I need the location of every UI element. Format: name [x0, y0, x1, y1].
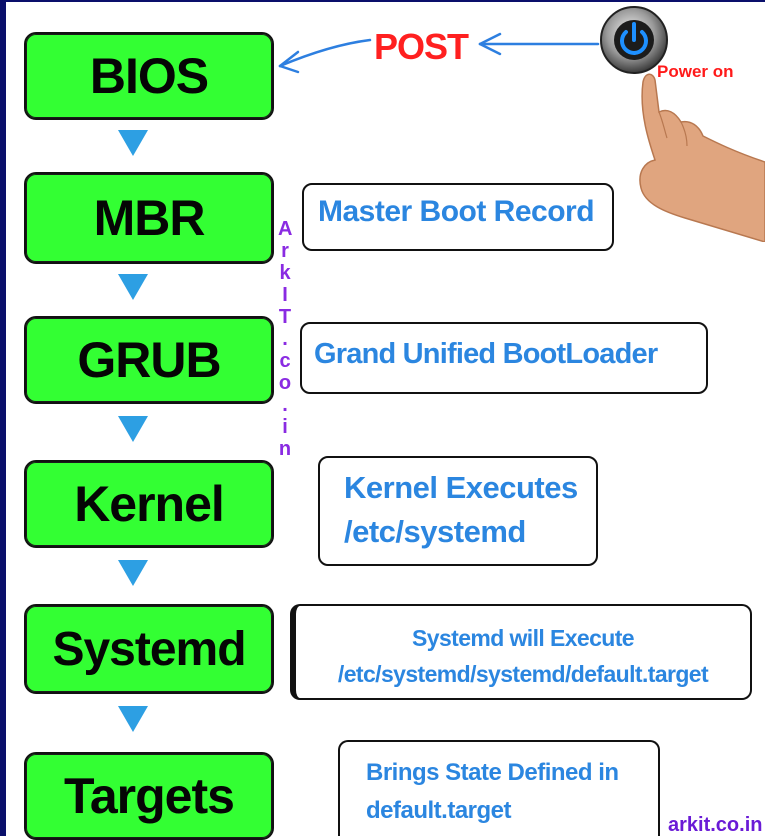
stage-grub: GRUB: [24, 316, 274, 404]
stage-systemd: Systemd: [24, 604, 274, 694]
post-arrows: [278, 32, 600, 74]
stage-kernel: Kernel: [24, 460, 274, 548]
flow-arrow-systemd-targets: [118, 706, 148, 732]
watermark-char: I: [282, 284, 288, 306]
watermark-char: T: [278, 306, 292, 328]
note-targets: Brings State Defined in default.target: [338, 740, 660, 836]
note-targets-line2: default.target: [366, 797, 512, 824]
note-targets-line1: Brings State Defined in: [366, 759, 619, 786]
watermark-char: i: [282, 416, 288, 438]
flow-arrow-bios-mbr: [118, 130, 148, 156]
watermark-char: k: [279, 262, 291, 284]
post-label: POST: [374, 26, 469, 67]
vertical-watermark: A r k I T . c o . i n: [278, 218, 292, 460]
watermark-char: c: [279, 350, 291, 372]
stage-targets: Targets: [24, 752, 274, 840]
flow-arrow-grub-kernel: [118, 416, 148, 442]
note-systemd-line1: Systemd will Execute: [412, 625, 635, 651]
note-kernel: Kernel Executes /etc/systemd: [318, 456, 598, 566]
watermark-char: .: [282, 394, 288, 416]
power-button-icon: [600, 6, 668, 74]
watermark-char: o: [278, 372, 292, 394]
flow-arrow-mbr-grub: [118, 274, 148, 300]
watermark-char: r: [281, 240, 289, 262]
stage-mbr: MBR: [24, 172, 274, 264]
note-mbr: Master Boot Record: [302, 183, 614, 251]
watermark-char: n: [278, 438, 292, 460]
flow-arrow-kernel-systemd: [118, 560, 148, 586]
watermark-char: A: [278, 218, 293, 240]
note-systemd: Systemd will Execute /etc/systemd/system…: [290, 604, 752, 700]
note-systemd-line2: /etc/systemd/systemd/default.target: [337, 661, 709, 687]
footer-credit: arkit.co.in: [668, 814, 763, 836]
post-to-bios-arrow: [278, 38, 372, 74]
note-kernel-line1: Kernel Executes: [344, 470, 578, 505]
note-grub: Grand Unified BootLoader: [300, 322, 708, 394]
power-on-label: Power on: [657, 62, 734, 81]
stage-bios: BIOS: [24, 32, 274, 120]
watermark-char: .: [282, 328, 288, 350]
pointing-hand-icon: [639, 73, 765, 242]
note-grub-text: Grand Unified BootLoader: [314, 338, 658, 370]
power-to-post-arrow: [478, 32, 600, 56]
note-kernel-line2: /etc/systemd: [344, 514, 526, 549]
note-mbr-text: Master Boot Record: [318, 195, 595, 228]
